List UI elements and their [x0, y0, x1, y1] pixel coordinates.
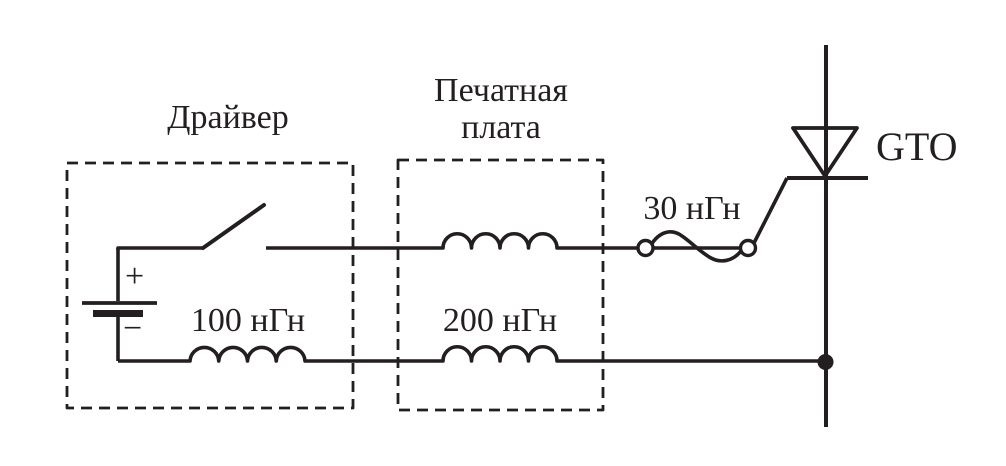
- wire-battery-to-switch: [116, 246, 203, 250]
- flexible-lead-wave: [649, 230, 743, 263]
- battery-plus-sign: +: [125, 258, 145, 295]
- pcb-inductor-label: 200 нГн: [442, 302, 558, 339]
- junction-dot: [817, 354, 834, 370]
- switch-blade: [201, 203, 266, 250]
- device-name-label: GTO: [876, 124, 958, 169]
- lead-inductor-label: 30 нГн: [643, 190, 741, 227]
- battery-minus-sign: −: [123, 310, 143, 347]
- pcb-box: [396, 158, 605, 412]
- pcb-box-title: Печатная плата: [434, 72, 568, 147]
- driver-box-title: Драйвер: [167, 99, 289, 136]
- driver-box: [65, 161, 355, 410]
- terminal-right-circle: [738, 238, 758, 258]
- gate-lead: [752, 177, 789, 244]
- terminal-left-circle: [636, 238, 655, 258]
- pcb-box-title-line1: Печатная: [434, 72, 568, 109]
- wire-bottom-with-inductors: [118, 345, 826, 363]
- driver-inductor-label: 100 нГн: [190, 302, 306, 339]
- pcb-box-title-line2: плата: [461, 109, 541, 147]
- thyristor-triangle: [791, 126, 859, 178]
- wire-top-with-pcb-inductor: [266, 232, 639, 250]
- battery: [82, 248, 157, 361]
